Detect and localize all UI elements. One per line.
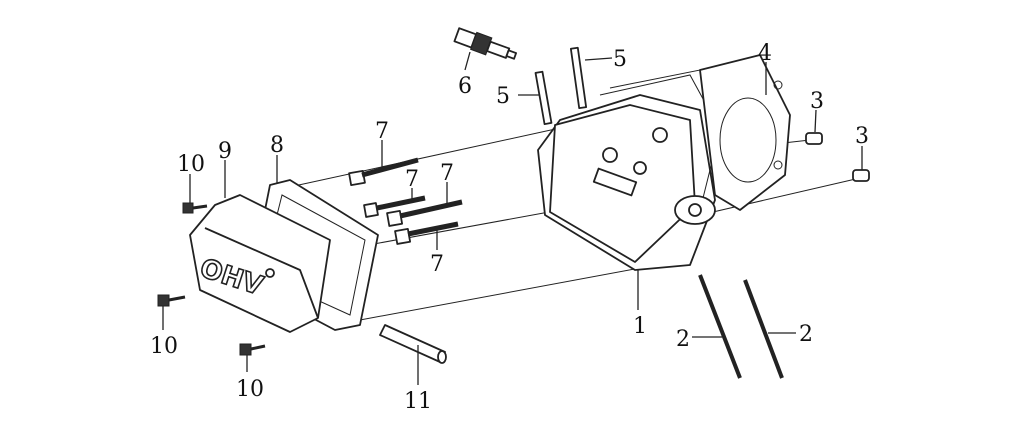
pushrod	[743, 279, 784, 379]
callout-1: 1	[633, 314, 647, 339]
callout-6: 6	[458, 74, 472, 99]
callout-7: 7	[375, 119, 389, 144]
stud	[534, 70, 553, 126]
callout-10: 10	[177, 152, 205, 177]
callout-2: 2	[799, 322, 813, 347]
cover-bolts	[157, 202, 266, 356]
callout-10: 10	[236, 377, 264, 402]
breather-tube	[379, 324, 447, 364]
callout-7: 7	[440, 161, 454, 186]
callout-3: 3	[810, 89, 824, 114]
callout-2: 2	[676, 327, 690, 352]
pushrod	[698, 274, 742, 379]
valve-cover: OHV	[189, 194, 331, 333]
dowel-pin	[805, 132, 823, 145]
stud	[569, 46, 588, 110]
callout-7: 7	[405, 167, 419, 192]
cylinder-head	[537, 69, 731, 271]
head-bolts	[348, 157, 463, 245]
spark-plug	[453, 27, 517, 60]
callout-5: 5	[613, 47, 627, 72]
callout-labels: 6 5 5 4 3 3 7 7 7 7 8 9 10 10 10 11 1 2 …	[150, 41, 869, 414]
dowel-pin	[852, 169, 870, 182]
callout-4: 4	[758, 41, 772, 66]
callout-11: 11	[404, 389, 432, 414]
head-gasket	[699, 54, 791, 211]
callout-10: 10	[150, 334, 178, 359]
callout-8: 8	[270, 133, 284, 158]
callout-9: 9	[218, 139, 232, 164]
callout-3: 3	[855, 124, 869, 149]
callout-7: 7	[430, 252, 444, 277]
callout-5: 5	[496, 84, 510, 109]
leader-lines	[162, 51, 863, 385]
